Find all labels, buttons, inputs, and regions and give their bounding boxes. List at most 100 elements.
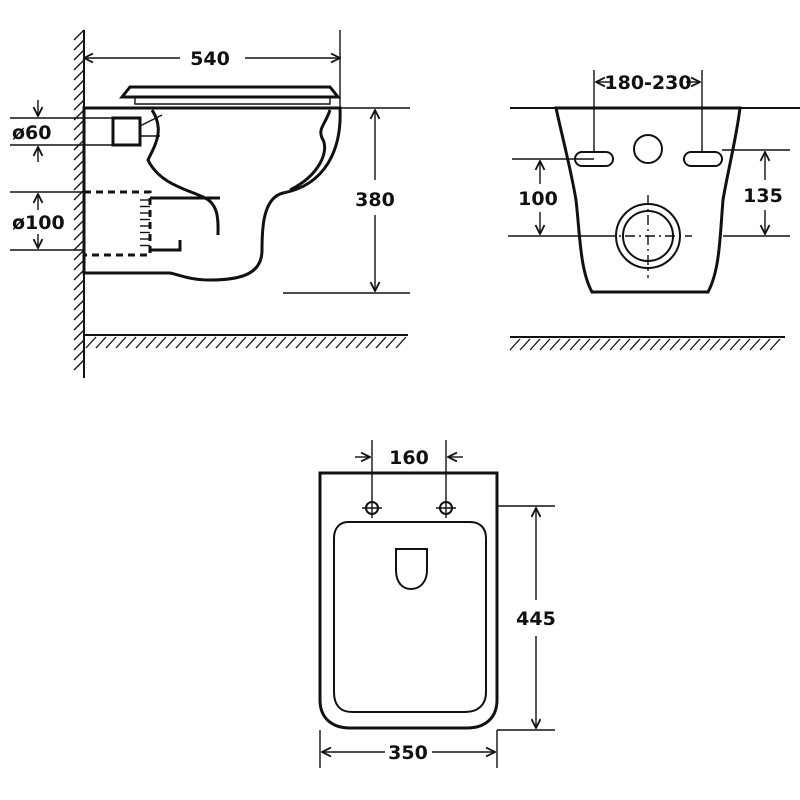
inlet-hole <box>633 134 663 164</box>
hatch-line <box>719 338 731 351</box>
hatch-line <box>609 338 621 351</box>
outlet-height-label: 100 <box>518 188 558 210</box>
hatch-line <box>73 249 85 261</box>
hatch-line <box>639 338 651 351</box>
hatch-line <box>699 338 711 351</box>
hatch-line <box>589 338 601 351</box>
hatch-line <box>73 329 85 341</box>
hatch-line <box>285 336 297 349</box>
hatch-line <box>559 338 571 351</box>
hole-spacing-label: 160 <box>389 447 429 469</box>
hatch-line <box>73 299 85 311</box>
hatch-line <box>355 336 367 349</box>
bolt-height-label: 135 <box>743 185 783 207</box>
inlet-pipe <box>111 116 142 147</box>
hatch-line <box>125 336 137 349</box>
bowl-front-outline <box>554 106 742 294</box>
hatch-line <box>689 338 701 351</box>
hatch-line <box>749 338 761 351</box>
hatch-line <box>73 309 85 321</box>
hatch-line <box>335 336 347 349</box>
bowl-outline <box>82 106 342 282</box>
hatch-line <box>679 338 691 351</box>
hatch-line <box>115 336 127 349</box>
hatch-line <box>73 69 85 81</box>
hatch-line <box>519 338 531 351</box>
hatch-line <box>205 336 217 349</box>
hatch-line <box>73 79 85 91</box>
hatch-line <box>73 99 85 111</box>
hatch-line <box>385 336 397 349</box>
hatch-line <box>105 336 117 349</box>
drain-outline <box>395 548 428 591</box>
hatch-line <box>709 338 721 351</box>
front-view: 180-230 100 135 <box>508 70 800 351</box>
hatch-line <box>669 338 681 351</box>
hatch-line <box>185 336 197 349</box>
hatch-line <box>245 336 257 349</box>
hatch-line <box>73 209 85 221</box>
hatch-line <box>295 336 307 349</box>
hatch-line <box>73 89 85 101</box>
hatch-line <box>73 59 85 71</box>
hatch-line <box>73 49 85 61</box>
bowl-cavity <box>146 109 220 236</box>
hatch-line <box>73 129 85 141</box>
hatch-line <box>629 338 641 351</box>
hatch-line <box>539 338 551 351</box>
hatch-line <box>73 169 85 181</box>
hatch-line <box>85 336 97 349</box>
floor-hatch <box>85 336 407 349</box>
hatch-line <box>73 119 85 131</box>
hatch-line <box>305 336 317 349</box>
hatch-line <box>73 29 85 41</box>
hatch-line <box>649 338 661 351</box>
hatch-line <box>225 336 237 349</box>
hatch-line <box>569 338 581 351</box>
hatch-line <box>275 336 287 349</box>
bolt-slot-right <box>683 151 723 167</box>
hatch-line <box>135 336 147 349</box>
hatch-line <box>365 336 377 349</box>
hatch-line <box>73 39 85 51</box>
hatch-line <box>73 319 85 331</box>
hatch-line <box>509 338 521 351</box>
hatch-line <box>73 229 85 241</box>
hatch-line <box>265 336 277 349</box>
hatch-line <box>375 336 387 349</box>
hatch-line <box>235 336 247 349</box>
hatch-line <box>73 339 85 351</box>
hatch-line <box>529 338 541 351</box>
hatch-line <box>759 338 771 351</box>
hatch-line <box>73 179 85 191</box>
hatch-line <box>73 259 85 271</box>
hatch-line <box>255 336 267 349</box>
hatch-line <box>195 336 207 349</box>
hatch-line <box>325 336 337 349</box>
hatch-line <box>73 199 85 211</box>
hatch-line <box>315 336 327 349</box>
hatch-line <box>739 338 751 351</box>
hatch-line <box>345 336 357 349</box>
bowl-top-outline <box>318 471 499 730</box>
hatch-line <box>73 279 85 291</box>
hatch-line <box>155 336 167 349</box>
hatch-line <box>395 336 407 349</box>
width-label-top: 350 <box>388 742 428 764</box>
hatch-line <box>659 338 671 351</box>
outlet-diameter-label: ø100 <box>12 212 65 234</box>
outlet-ribs <box>140 199 150 247</box>
top-view: 160 445 350 <box>318 440 556 768</box>
hatch-line <box>619 338 631 351</box>
hatch-line <box>145 336 157 349</box>
floor-hatch <box>509 338 781 351</box>
hatch-line <box>599 338 611 351</box>
height-label: 380 <box>355 189 395 211</box>
hatch-line <box>73 349 85 361</box>
hatch-line <box>165 336 177 349</box>
hatch-line <box>73 359 85 371</box>
hatch-line <box>729 338 741 351</box>
hatch-line <box>73 159 85 171</box>
hatch-line <box>73 149 85 161</box>
